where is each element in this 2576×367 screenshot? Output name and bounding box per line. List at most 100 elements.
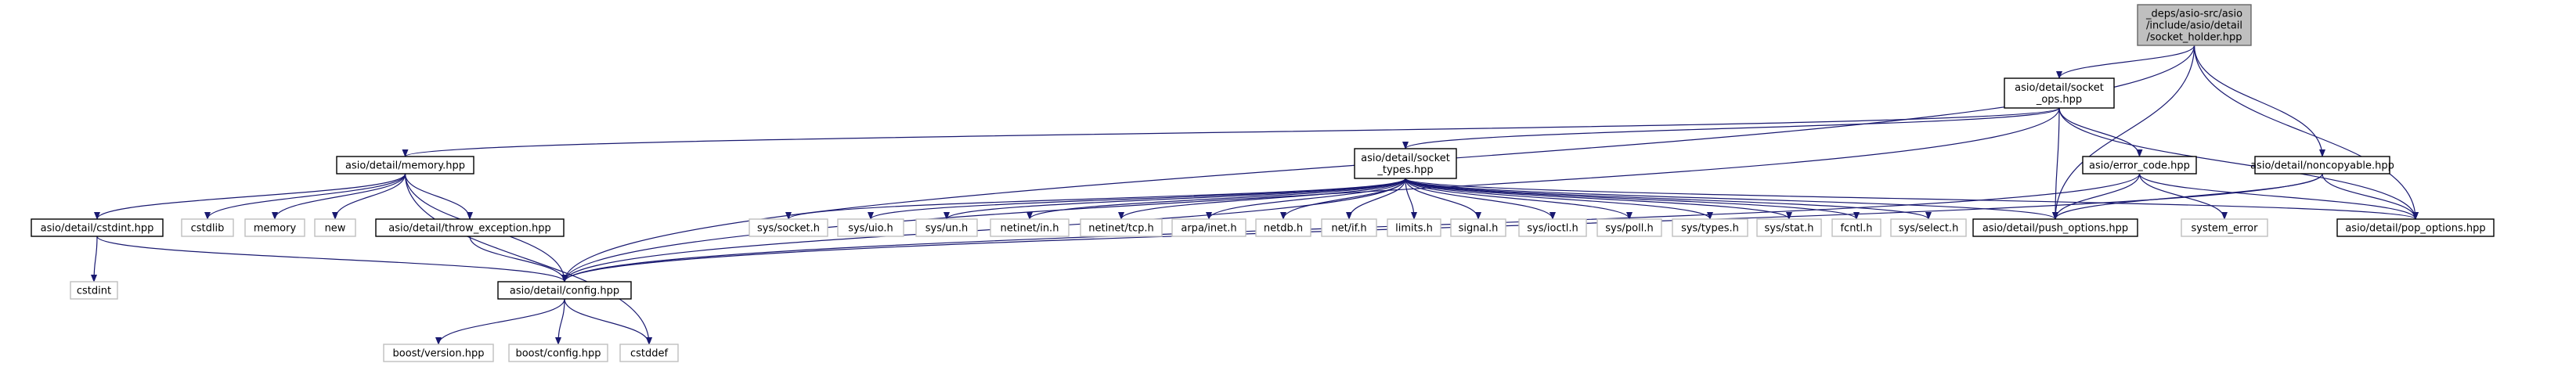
include-edge — [868, 178, 1406, 220]
node-label: sys/socket.h — [757, 223, 820, 235]
node-box — [244, 218, 305, 237]
node-memory[interactable]: asio/detail/memory.hpp — [336, 156, 474, 175]
node-box — [1672, 218, 1748, 237]
include-edge — [2193, 45, 2325, 157]
include-edge-path — [868, 178, 1406, 220]
dependency-edges — [91, 45, 2419, 345]
node-sys-socket: sys/socket.h — [749, 218, 828, 237]
node-box — [2082, 156, 2197, 175]
node-netinet-tcp: netinet/tcp.h — [1080, 218, 1163, 237]
node-box — [1080, 218, 1163, 237]
node-label: memory — [254, 223, 297, 235]
node-label: asio/detail/cstdint.hpp — [41, 223, 154, 235]
include-edge-path — [2058, 107, 2419, 220]
node-netinet-in: netinet/in.h — [990, 218, 1070, 237]
include-edge — [2322, 173, 2419, 220]
node-box — [1171, 218, 1247, 237]
include-edge-path — [2058, 107, 2143, 157]
node-box — [383, 344, 494, 362]
node-cstddef: cstddef — [619, 344, 679, 362]
node-box — [1450, 218, 1506, 237]
include-edge-path — [332, 173, 406, 220]
node-sys-uio: sys/uio.h — [837, 218, 904, 237]
include-edge-path — [555, 298, 565, 345]
include-edge — [1405, 178, 1556, 220]
include-edge — [2138, 173, 2419, 220]
node-error-code[interactable]: asio/error_code.hpp — [2082, 156, 2197, 175]
node-pop-options[interactable]: asio/detail/pop_options.hpp — [2336, 218, 2495, 237]
node-box — [2137, 4, 2252, 46]
node-box — [619, 344, 679, 362]
node-label: netinet/tcp.h — [1088, 223, 1154, 235]
include-edge-path — [2052, 45, 2195, 220]
include-edge-path — [96, 236, 568, 282]
include-edge-path — [2052, 173, 2141, 220]
include-edge — [564, 298, 652, 345]
node-box — [375, 218, 565, 237]
include-edge-path — [2056, 45, 2195, 79]
include-edge-path — [1402, 107, 2060, 149]
node-box — [31, 218, 164, 237]
include-edge-path — [1405, 178, 1860, 220]
include-edge-path — [1026, 178, 1406, 220]
node-label: system_error — [2192, 223, 2259, 235]
include-edge-path — [2193, 45, 2325, 157]
include-edge-path — [2322, 173, 2419, 220]
node-config[interactable]: asio/detail/config.hpp — [497, 281, 632, 300]
include-edge-path — [2138, 173, 2228, 220]
include-edge-path — [1405, 178, 1556, 220]
include-edge — [94, 173, 406, 220]
node-box — [990, 218, 1070, 237]
include-edge — [1206, 178, 1406, 220]
node-label: asio/detail/noncopyable.hpp — [2250, 160, 2394, 172]
include-edge — [1280, 178, 1406, 220]
include-edge — [1405, 178, 1481, 220]
node-box — [2254, 156, 2390, 175]
include-edge-path — [561, 178, 1406, 282]
node-label: asio/detail/throw_exception.hpp — [388, 223, 551, 235]
node-label: new — [325, 223, 346, 235]
node-label: /socket_holder.hpp — [2147, 32, 2242, 44]
include-edge — [2056, 45, 2195, 79]
include-edge-path — [402, 107, 2060, 157]
include-edge — [91, 236, 98, 282]
node-throw-exception[interactable]: asio/detail/throw_exception.hpp — [375, 218, 565, 237]
node-cstdint-hpp[interactable]: asio/detail/cstdint.hpp — [31, 218, 164, 237]
node-sys-types: sys/types.h — [1672, 218, 1748, 237]
node-label: _deps/asio-src/asio — [2145, 9, 2242, 20]
node-push-options[interactable]: asio/detail/push_options.hpp — [1972, 218, 2138, 237]
node-socket-ops[interactable]: asio/detail/socket_ops.hpp — [2004, 77, 2115, 109]
include-edge — [1405, 178, 2419, 220]
node-box — [1972, 218, 2138, 237]
include-edge — [2058, 107, 2143, 157]
node-label: /include/asio/detail — [2146, 20, 2242, 32]
node-limits: limits.h — [1387, 218, 1441, 237]
node-box — [1831, 218, 1881, 237]
node-root[interactable]: _deps/asio-src/asio/include/asio/detail/… — [2137, 4, 2252, 46]
include-edge-path — [1405, 178, 2419, 220]
node-box — [1890, 218, 1967, 237]
node-netdb: netdb.h — [1255, 218, 1311, 237]
node-box — [1255, 218, 1311, 237]
include-edge-path — [1405, 178, 1481, 220]
node-sys-poll: sys/poll.h — [1596, 218, 1662, 237]
node-label: sys/ioctl.h — [1527, 223, 1578, 235]
node-socket-types[interactable]: asio/detail/socket_types.hpp — [1354, 148, 1457, 179]
node-label: netdb.h — [1264, 223, 1303, 235]
include-edge — [469, 236, 568, 282]
node-box — [336, 156, 474, 175]
node-signal: signal.h — [1450, 218, 1506, 237]
node-label: fcntl.h — [1840, 223, 1872, 235]
node-label: cstddef — [630, 348, 669, 360]
node-box — [70, 281, 118, 300]
node-fcntl: fcntl.h — [1831, 218, 1881, 237]
node-label: signal.h — [1459, 223, 1499, 235]
include-edge-path — [94, 173, 406, 220]
node-noncopyable[interactable]: asio/detail/noncopyable.hpp — [2250, 156, 2394, 175]
node-label: net/if.h — [1331, 223, 1366, 235]
node-box — [1387, 218, 1441, 237]
node-sys-select: sys/select.h — [1890, 218, 1967, 237]
include-edge — [1405, 178, 1713, 220]
include-edge-path — [91, 236, 98, 282]
